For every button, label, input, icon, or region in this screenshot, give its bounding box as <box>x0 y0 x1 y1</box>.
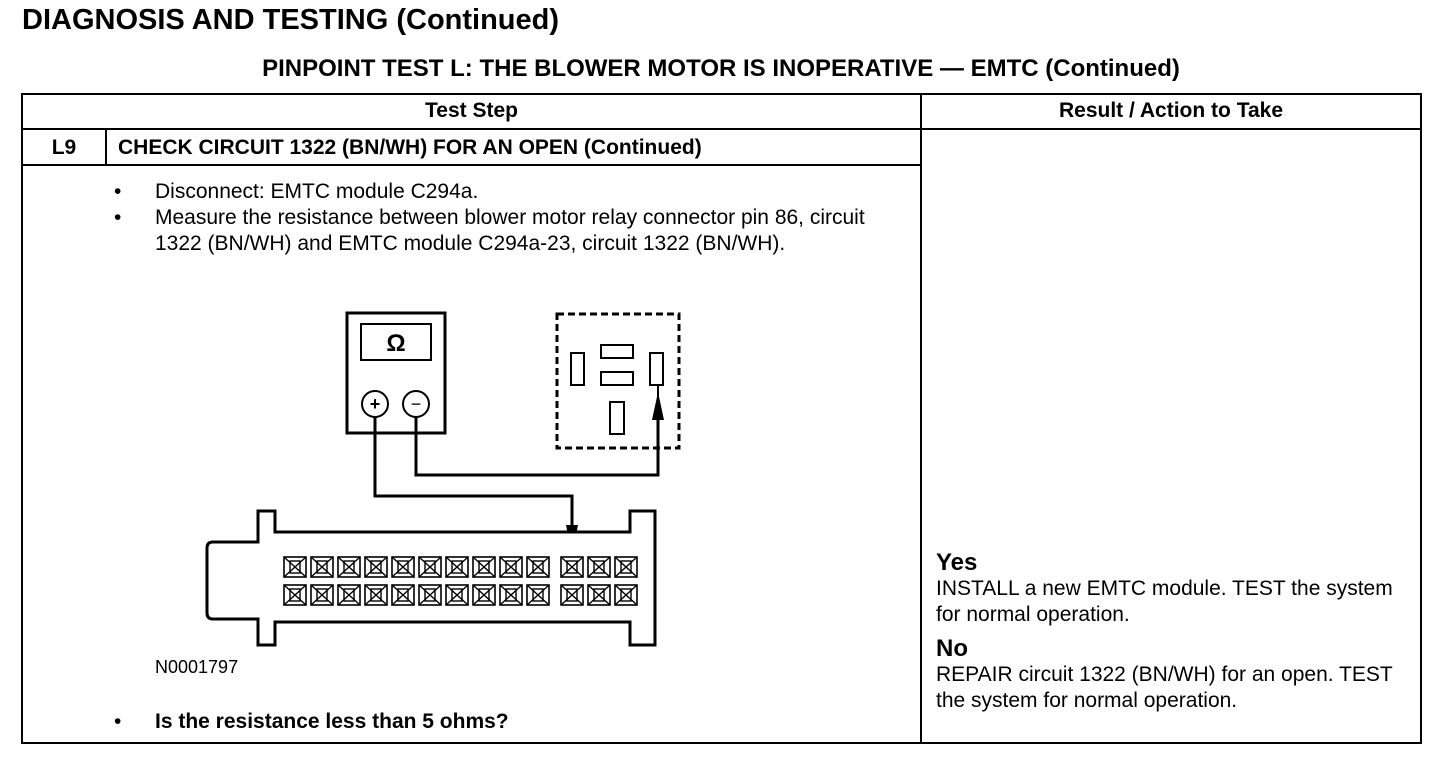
step-id: L9 <box>51 136 77 159</box>
pinpoint-test-title: PINPOINT TEST L: THE BLOWER MOTOR IS INO… <box>262 55 1180 82</box>
yes-label: Yes <box>936 549 978 576</box>
column-header-test-step: Test Step <box>425 99 518 122</box>
result-no: No REPAIR circuit 1322 (BN/WH) for an op… <box>936 636 1416 714</box>
step-question: • Is the resistance less than 5 ohms? <box>114 710 509 734</box>
yes-action: INSTALL a new EMTC module. TEST the syst… <box>936 577 1393 626</box>
no-label: No <box>936 635 968 662</box>
instruction-text: Measure the resistance between blower mo… <box>155 206 865 255</box>
instruction-text: Disconnect: EMTC module C294a. <box>155 180 479 203</box>
question-text: Is the resistance less than 5 ohms? <box>155 710 509 733</box>
step-title-rule <box>21 164 922 166</box>
module-connector <box>205 509 657 647</box>
bullet: • <box>114 180 122 203</box>
bullet: • <box>114 710 122 733</box>
relay-connector <box>555 312 681 450</box>
bullet: • <box>114 206 122 229</box>
negative-terminal-icon: − <box>411 394 422 414</box>
result-yes: Yes INSTALL a new EMTC module. TEST the … <box>936 550 1416 628</box>
ohm-symbol: Ω <box>386 330 405 357</box>
ohmmeter: Ω + − <box>345 311 447 435</box>
figure-id: N0001797 <box>155 657 239 677</box>
test-leads <box>373 417 660 530</box>
header-rule <box>21 128 1422 130</box>
column-header-result: Result / Action to Take <box>1058 99 1284 122</box>
column-divider <box>920 93 922 744</box>
page-title: DIAGNOSIS AND TESTING (Continued) <box>22 4 560 36</box>
list-item: • Disconnect: EMTC module C294a. <box>114 179 904 205</box>
step-instructions: • Disconnect: EMTC module C294a. • Measu… <box>114 179 904 257</box>
test-table <box>21 93 1422 744</box>
list-item: • Measure the resistance between blower … <box>114 205 904 257</box>
step-id-divider <box>105 128 107 165</box>
positive-terminal-icon: + <box>370 394 381 414</box>
probe-tip-icon <box>652 392 664 420</box>
no-action: REPAIR circuit 1322 (BN/WH) for an open.… <box>936 663 1393 712</box>
step-title: CHECK CIRCUIT 1322 (BN/WH) FOR AN OPEN (… <box>118 136 702 159</box>
